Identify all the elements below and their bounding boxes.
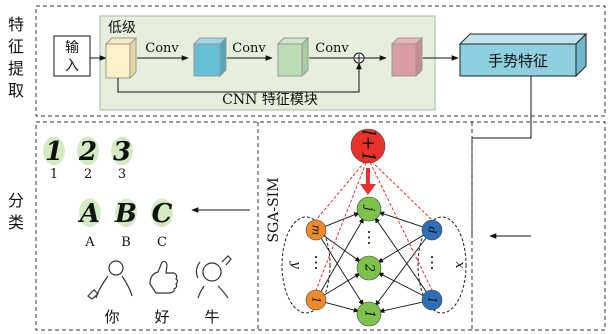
graph-edge [325, 302, 360, 313]
low-level-label: 低级 [108, 20, 136, 36]
word-gesture-1 [87, 260, 133, 300]
middle-column-ellipsis: ⋮ [361, 228, 377, 247]
graph-edge [374, 216, 427, 293]
middle-node-1: 1 [356, 301, 382, 327]
middle-node-2: 2 [356, 255, 382, 281]
right-node-1: 1 [421, 289, 443, 311]
classify-section-label-2: 类 [8, 213, 24, 232]
feature-section-frame [35, 5, 606, 117]
graph-red-edge [315, 157, 369, 291]
graph-edge [377, 211, 423, 228]
conv-label-2: Conv [232, 41, 266, 56]
svg-text:j: j [362, 204, 377, 211]
word-label-2: 好 [154, 308, 169, 326]
digit-label-3: 3 [118, 167, 126, 182]
feature-map-4 [390, 36, 424, 78]
right-column-ellipsis: ⋮ [424, 253, 440, 272]
svg-text:m: m [310, 225, 323, 235]
svg-text:C: C [152, 199, 173, 229]
word-gesture-2 [149, 260, 179, 294]
feature-section-label-2: 征 [8, 37, 24, 56]
svg-text:2: 2 [78, 137, 97, 167]
cnn-module-panel [99, 15, 436, 111]
word-label-1: 你 [104, 308, 119, 326]
left-node-1: 1 [305, 289, 327, 311]
skip-connection [117, 62, 362, 93]
svg-text:1: 1 [426, 297, 439, 304]
svg-text:1: 1 [45, 137, 63, 167]
left-node-m: m [305, 219, 327, 241]
graph-red-edge [315, 157, 369, 221]
word-gesture-3 [195, 255, 232, 299]
svg-text:B: B [114, 199, 137, 229]
graph-title: SGA-SIM [266, 177, 282, 242]
feature-section-label-1: 特 [8, 15, 24, 34]
graph-red-edge [367, 157, 433, 291]
conv-label-1: Conv [145, 41, 179, 56]
graph-edge [377, 234, 424, 264]
word-label-3: 牛 [204, 308, 219, 326]
svg-text:d: d [426, 226, 439, 233]
middle-node-j: j [356, 196, 382, 222]
feature-map-1 [104, 36, 138, 80]
gesture-feature-label: 手势特征 [488, 52, 548, 70]
classify-section-frame [35, 121, 606, 331]
input-label-1: 输 [65, 40, 79, 56]
letter-gesture-C: C [151, 198, 173, 229]
digit-label-1: 1 [50, 167, 58, 182]
classify-section-label-1: 分 [8, 191, 24, 210]
graph-edge [377, 272, 424, 296]
classify-section: 分 类 112233 AABBCC 你好牛 SGA-SIMl+1m⋮1j⋮21d… [8, 121, 606, 331]
svg-text:1: 1 [310, 297, 323, 304]
svg-text:2: 2 [362, 263, 377, 272]
svg-text:l+1: l+1 [358, 130, 379, 162]
right-column-label: x [452, 261, 467, 269]
conv-label-3: Conv [315, 41, 349, 56]
graph-top-arrowhead [360, 184, 376, 195]
digit-gesture-3: 3 [111, 136, 133, 167]
left-column-label: y [288, 260, 303, 269]
input-box [53, 35, 91, 77]
graph-edge [374, 237, 427, 307]
digit-gesture-2: 2 [77, 136, 99, 167]
graph-edge [320, 238, 365, 307]
feature-section-label-3: 提 [8, 59, 24, 78]
left-column-ellipsis: ⋮ [308, 253, 324, 272]
graph-edge [324, 272, 361, 296]
feature-map-2 [192, 36, 228, 78]
graph-edge [325, 212, 361, 227]
sum-node [353, 52, 365, 64]
right-column-ellipse [417, 216, 467, 314]
letter-label-C: C [157, 235, 167, 250]
digit-gesture-1: 1 [43, 136, 65, 167]
digit-label-2: 2 [84, 167, 92, 182]
svg-text:1: 1 [362, 310, 377, 318]
left-column-ellipse [281, 216, 331, 314]
graph-top-node: l+1 [350, 128, 386, 164]
svg-text:3: 3 [113, 137, 131, 167]
letter-gesture-B: B [114, 198, 137, 229]
feature-map-3 [276, 36, 310, 78]
graph-edge [320, 217, 365, 292]
feature-section: 特 征 提 取 低级 CNN 特征模块 输 入 Conv Conv [8, 5, 606, 117]
svg-text:A: A [77, 199, 100, 229]
graph-edge [378, 301, 423, 314]
input-label-2: 入 [65, 58, 79, 74]
gesture-feature-box: 手势特征 [458, 32, 588, 78]
graph-edge [323, 235, 362, 263]
letter-label-B: B [121, 235, 131, 250]
letter-gesture-A: A [77, 198, 101, 229]
feature-down-line [471, 76, 532, 236]
cnn-module-label: CNN 特征模块 [222, 92, 318, 108]
right-node-d: d [421, 219, 443, 241]
letter-label-A: A [84, 235, 95, 250]
feature-section-label-4: 取 [8, 81, 24, 100]
